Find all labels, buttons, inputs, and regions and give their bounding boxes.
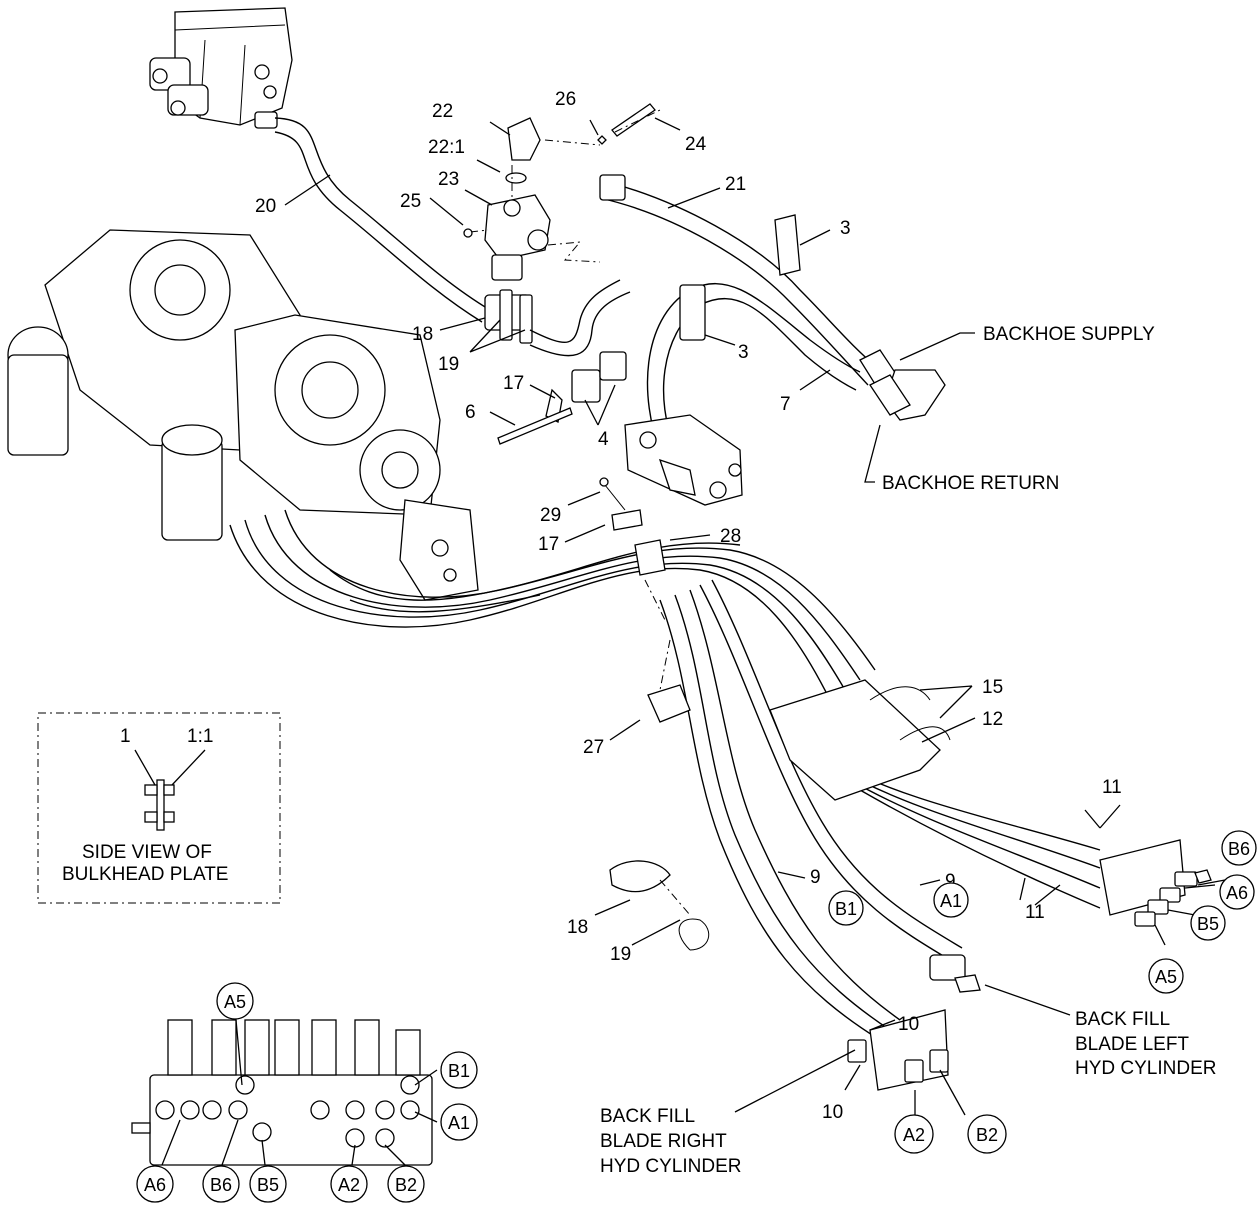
callout-1-1: 1:1 xyxy=(187,726,213,747)
clamp-3-top xyxy=(774,214,801,276)
hose-bundle xyxy=(229,509,1101,1041)
elbow-22 xyxy=(505,117,541,184)
svg-text:A6: A6 xyxy=(144,1175,166,1195)
callout-22-1: 22:1 xyxy=(428,137,465,158)
svg-text:A1: A1 xyxy=(940,891,962,911)
port-a5-valve: A5 xyxy=(216,982,254,1020)
port-labels: A1 B1 B6 A6 B5 A5 A2 B2 xyxy=(136,830,1257,1203)
port-b2-bottom: B2 xyxy=(967,1114,1007,1154)
port-a5-right: A5 xyxy=(1148,958,1184,994)
note-left-cyl-3: HYD CYLINDER xyxy=(1075,1058,1216,1079)
svg-text:B6: B6 xyxy=(1228,839,1250,859)
leader-lines xyxy=(161,117,1226,1166)
port-b1-valve: B1 xyxy=(440,1051,478,1089)
sleeve-12 xyxy=(769,679,951,801)
svg-text:A1: A1 xyxy=(448,1113,470,1133)
clamp-4 xyxy=(571,351,627,403)
port-a6-valve: A6 xyxy=(136,1165,174,1203)
port-b2-valve: B2 xyxy=(387,1165,425,1203)
callout-22: 22 xyxy=(432,101,453,122)
callout-10a: 10 xyxy=(898,1014,919,1035)
svg-text:A2: A2 xyxy=(903,1125,925,1145)
callout-18b: 18 xyxy=(567,917,588,938)
callout-3a: 3 xyxy=(840,218,851,239)
callout-28: 28 xyxy=(720,526,741,547)
svg-text:A2: A2 xyxy=(338,1175,360,1195)
svg-text:B1: B1 xyxy=(835,899,857,919)
callout-4: 4 xyxy=(598,429,609,450)
port-b1-right: B1 xyxy=(828,890,864,926)
bulkhead-plate-right xyxy=(1099,839,1212,927)
bulkhead-plate-bottom xyxy=(847,1009,949,1091)
callout-27: 27 xyxy=(583,737,604,758)
side-view-box xyxy=(37,712,281,904)
note-backhoe-supply: BACKHOE SUPPLY xyxy=(983,324,1155,345)
callout-11a: 11 xyxy=(1102,777,1122,798)
callout-26: 26 xyxy=(555,89,576,110)
callout-17b: 17 xyxy=(538,534,559,555)
svg-text:B2: B2 xyxy=(976,1125,998,1145)
port-a1-right: A1 xyxy=(933,882,969,918)
svg-text:A5: A5 xyxy=(1155,967,1177,987)
svg-text:B1: B1 xyxy=(448,1061,470,1081)
valve-23 xyxy=(484,194,551,281)
callout-24: 24 xyxy=(685,134,707,155)
callout-19a: 19 xyxy=(438,354,459,375)
port-b5-right: B5 xyxy=(1190,905,1226,941)
note-right-cyl-1: BACK FILL xyxy=(600,1106,695,1127)
port-b6-valve: B6 xyxy=(202,1165,240,1203)
callout-18a: 18 xyxy=(412,324,433,345)
callout-9b: 9 xyxy=(810,867,821,888)
note-right-cyl-2: BLADE RIGHT xyxy=(600,1131,727,1152)
svg-text:B2: B2 xyxy=(395,1175,417,1195)
svg-text:B5: B5 xyxy=(1197,914,1219,934)
callout-7: 7 xyxy=(780,394,791,415)
svg-text:A6: A6 xyxy=(1226,883,1248,903)
notes: BACKHOE SUPPLY BACKHOE RETURN SIDE VIEW … xyxy=(62,324,1216,1177)
callout-20: 20 xyxy=(255,196,276,217)
port-a2-valve: A2 xyxy=(330,1165,368,1203)
svg-text:B5: B5 xyxy=(257,1175,279,1195)
note-left-cyl-2: BLADE LEFT xyxy=(1075,1034,1189,1055)
note-side-view-2: BULKHEAD PLATE xyxy=(62,864,228,885)
port-a6-right: A6 xyxy=(1219,874,1255,910)
callout-29: 29 xyxy=(540,505,561,526)
callout-17a: 17 xyxy=(503,373,524,394)
callout-23: 23 xyxy=(438,169,459,190)
callout-10b: 10 xyxy=(822,1102,843,1123)
note-right-cyl-3: HYD CYLINDER xyxy=(600,1156,741,1177)
callout-11b: 11 xyxy=(1025,902,1045,923)
note-left-cyl-1: BACK FILL xyxy=(1075,1009,1170,1030)
svg-text:A5: A5 xyxy=(224,992,246,1012)
callout-21: 21 xyxy=(725,174,746,195)
tee-fitting xyxy=(929,954,981,993)
port-b5-valve: B5 xyxy=(249,1165,287,1203)
callout-15: 15 xyxy=(982,677,1003,698)
callout-6: 6 xyxy=(465,402,476,423)
callout-labels: 22 22:1 23 25 26 24 20 21 3 3 18 19 7 17… xyxy=(120,89,1246,1123)
elbow-fittings xyxy=(859,349,946,421)
svg-text:B6: B6 xyxy=(210,1175,232,1195)
callout-1: 1 xyxy=(120,726,131,747)
callout-25: 25 xyxy=(400,191,421,212)
control-valve xyxy=(131,1019,433,1166)
pump-assembly xyxy=(7,229,479,601)
port-b6-right: B6 xyxy=(1221,830,1257,866)
note-side-view-1: SIDE VIEW OF xyxy=(82,842,212,863)
note-backhoe-return: BACKHOE RETURN xyxy=(882,473,1059,494)
callout-9a: 9 xyxy=(945,871,956,892)
callout-19b: 19 xyxy=(610,944,631,965)
port-a1-valve: A1 xyxy=(440,1103,478,1141)
callout-3b: 3 xyxy=(738,342,749,363)
manifold-block xyxy=(624,414,743,506)
callout-12: 12 xyxy=(982,709,1003,730)
port-a2-bottom: A2 xyxy=(894,1114,934,1154)
top-valve-block xyxy=(149,7,293,129)
clamp-19 xyxy=(484,279,631,357)
